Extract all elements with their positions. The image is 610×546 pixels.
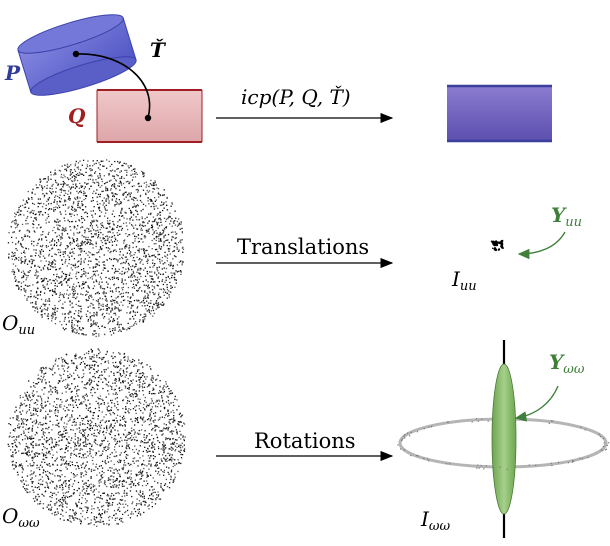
p-center-dot [72,50,80,58]
label-y-uu: Yuu [551,203,583,230]
result-cylinder [447,84,552,143]
label-i-ww: Iωω [421,507,451,534]
label-o-uu: Ouu [2,311,36,338]
icp-label: icp(P, Q, Ť) [241,85,351,109]
y-ww-pointer [514,385,559,422]
point-cloud-ww [7,348,186,527]
ring-scatter [397,418,610,470]
label-q: Q [68,104,86,128]
label-o-ww: Oωω [2,504,40,531]
point-cloud-uu [7,159,185,338]
rotation-ellipsoid [491,363,517,515]
rotation-result [398,340,608,538]
transform-arc [75,53,151,119]
q-center-dot [144,114,152,122]
label-i-uu: Iuu [452,267,477,294]
label-t: Ť [150,38,165,62]
rotations-label: Rotations [254,429,356,453]
y-uu-pointer [517,231,566,260]
translations-label: Translations [237,235,370,259]
translation-cluster [490,239,504,252]
label-p: P [5,61,21,85]
label-y-ww: Yωω [549,350,585,377]
